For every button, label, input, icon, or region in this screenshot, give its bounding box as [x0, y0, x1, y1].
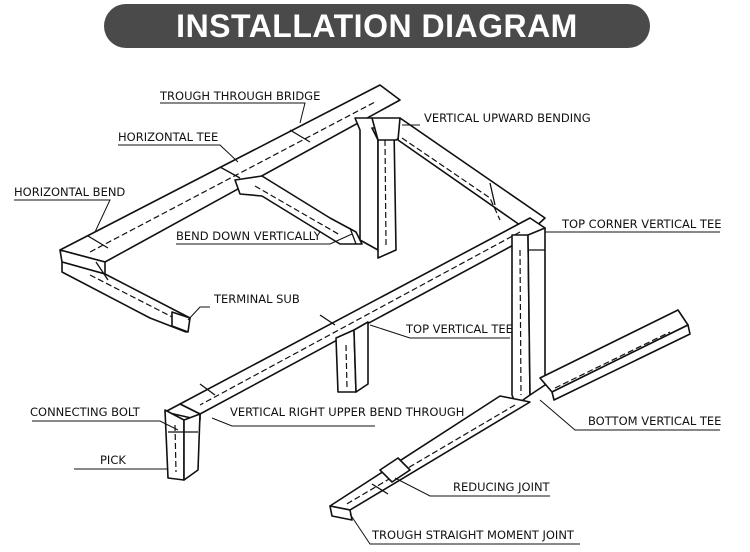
bottom-run [329, 395, 531, 521]
label-trough-through-bridge: TROUGH THROUGH BRIDGE [159, 89, 320, 103]
label-pick: PICK [100, 453, 126, 467]
upper-right-arm [397, 117, 546, 233]
label-horizontal-bend: HORIZONTAL BEND [14, 185, 125, 199]
title-banner: INSTALLATION DIAGRAM [104, 4, 650, 48]
label-connecting-bolt: CONNECTING BOLT [30, 405, 141, 419]
label-bend-down-vertically: BEND DOWN VERTICALLY [176, 229, 322, 243]
label-trough-straight-moment-joint: TROUGH STRAIGHT MOMENT JOINT [371, 528, 575, 542]
leader-lines [14, 102, 720, 545]
label-top-corner-vertical-tee: TOP CORNER VERTICAL TEE [561, 217, 721, 231]
label-top-vertical-tee: TOP VERTICAL TEE [405, 322, 513, 336]
label-vertical-upward-bending: VERTICAL UPWARD BENDING [424, 111, 591, 125]
upper-tray-run [59, 84, 401, 275]
label-reducing-joint: REDUCING JOINT [453, 480, 551, 494]
right-lower-run [539, 309, 691, 401]
label-terminal-sub: TERMINAL SUB [213, 292, 300, 306]
label-horizontal-tee: HORIZONTAL TEE [118, 130, 218, 144]
page-title: INSTALLATION DIAGRAM [176, 7, 578, 44]
label-vertical-right-upper-bend-through: VERTICAL RIGHT UPPER BEND THROUGH [230, 405, 464, 419]
label-bottom-vertical-tee: BOTTOM VERTICAL TEE [588, 414, 721, 428]
tee-branch [234, 175, 363, 245]
middle-post [335, 321, 369, 393]
terminal-arm [61, 261, 191, 333]
pick-post [164, 409, 201, 481]
